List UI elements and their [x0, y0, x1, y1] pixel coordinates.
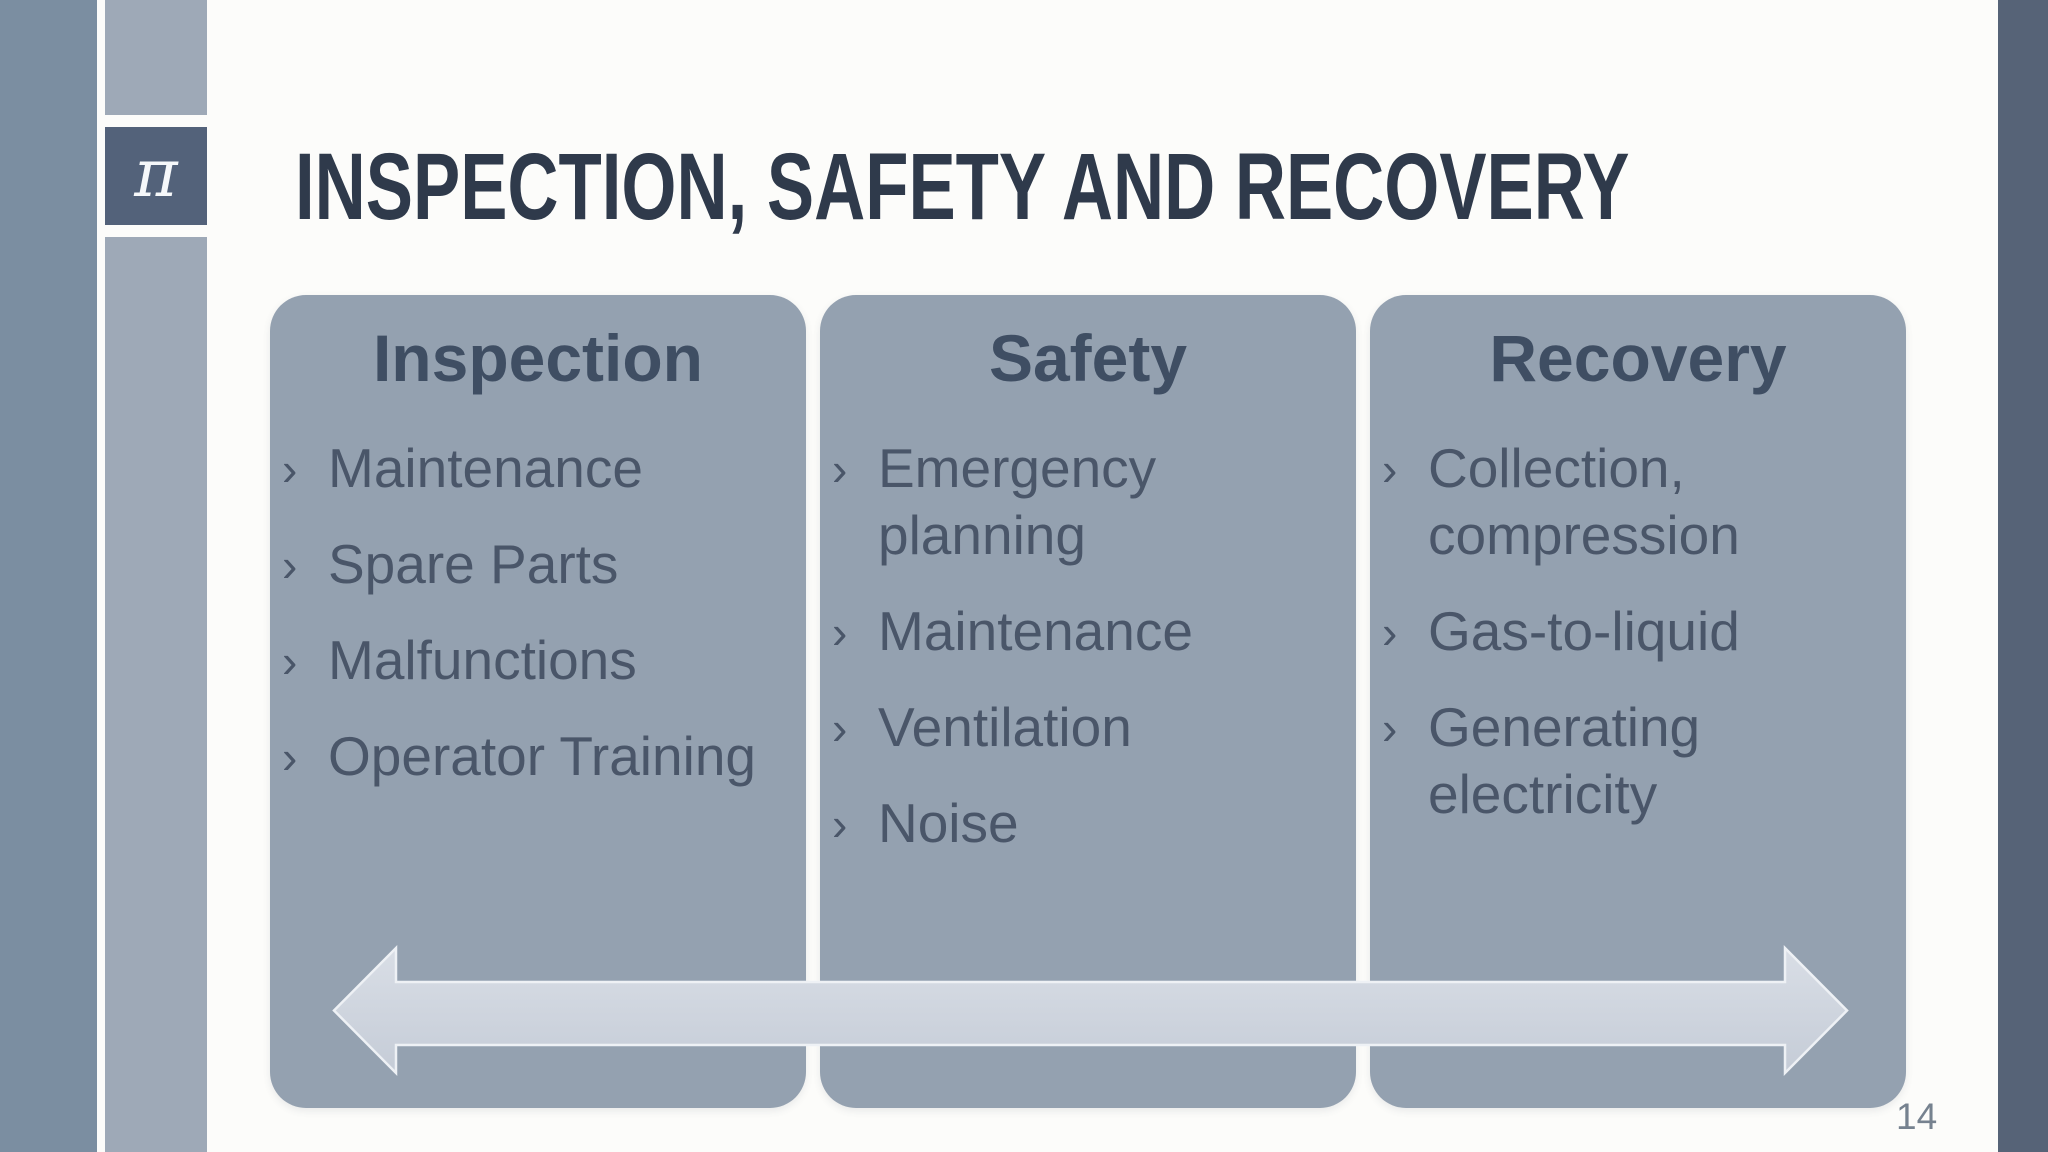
list-item-text: Maintenance: [328, 437, 643, 499]
list-item: › Emergency planning: [832, 435, 1350, 569]
chevron-bullet-icon: ›: [1382, 606, 1398, 658]
column-header-recovery: Recovery: [1489, 321, 1787, 395]
list-item-text: Emergency planning: [878, 437, 1157, 566]
list-item-text: Ventilation: [878, 696, 1132, 758]
chevron-bullet-icon: ›: [1382, 443, 1398, 495]
list-item-text: Generating electricity: [1428, 696, 1701, 825]
list-item-text: Spare Parts: [328, 533, 619, 595]
list-item: › Noise: [832, 790, 1350, 857]
list-item: › Gas-to-liquid: [1382, 598, 1900, 665]
chevron-bullet-icon: ›: [282, 731, 298, 783]
list-item-text: Malfunctions: [328, 629, 637, 691]
left-accent-bar: [0, 0, 97, 1152]
right-accent-bar: [1998, 0, 2048, 1152]
column-card-safety: Safety › Emergency planning › Maintenance …: [820, 295, 1356, 1108]
list-item: › Maintenance: [282, 435, 800, 502]
list-item: › Collection, compression: [1382, 435, 1900, 569]
pi-logo: π: [105, 127, 207, 225]
list-item: › Operator Training: [282, 723, 800, 790]
list-item-text: Operator Training: [328, 725, 756, 787]
list-item: › Malfunctions: [282, 627, 800, 694]
column-header-safety: Safety: [988, 321, 1188, 395]
list-item-text: Maintenance: [878, 600, 1193, 662]
column-header-inspection: Inspection: [372, 321, 704, 395]
bullet-list-inspection: ›Maintenance ›Spare Parts ›Malfunctions …: [270, 435, 806, 790]
pi-icon: π: [134, 135, 178, 212]
chevron-bullet-icon: ›: [282, 635, 298, 687]
bullet-list-recovery: ›Collection, compression ›Gas-to-liquid …: [1370, 435, 1906, 828]
chevron-bullet-icon: ›: [832, 798, 848, 850]
column-card-inspection: Inspection › Maintenance › Spare Parts › Ma…: [270, 295, 806, 1108]
bullet-list-safety: › Emergency planning › Maintenance › Ventil…: [820, 435, 1356, 857]
slide-title: INSPECTION, SAFETY AND RECOVERY: [295, 134, 1630, 240]
chevron-bullet-icon: ›: [1382, 702, 1398, 754]
list-item-text: Noise: [878, 792, 1019, 854]
list-item: › Ventilation: [832, 694, 1350, 761]
list-item-text: Collection, compression: [1428, 437, 1740, 566]
list-item: › Spare Parts: [282, 531, 800, 598]
chevron-bullet-icon: ›: [832, 702, 848, 754]
column-card-recovery: Recovery › Collection, compression › Gas-t…: [1370, 295, 1906, 1108]
list-item-text: Gas-to-liquid: [1428, 600, 1740, 662]
list-item: › Generating electricity: [1382, 694, 1900, 828]
chevron-bullet-icon: ›: [282, 443, 298, 495]
page-number: 14: [1896, 1096, 1938, 1137]
list-item: › Maintenance: [832, 598, 1350, 665]
chevron-bullet-icon: ›: [832, 443, 848, 495]
logo-block: π: [105, 115, 207, 237]
chevron-bullet-icon: ›: [832, 606, 848, 658]
chevron-bullet-icon: ›: [282, 539, 298, 591]
